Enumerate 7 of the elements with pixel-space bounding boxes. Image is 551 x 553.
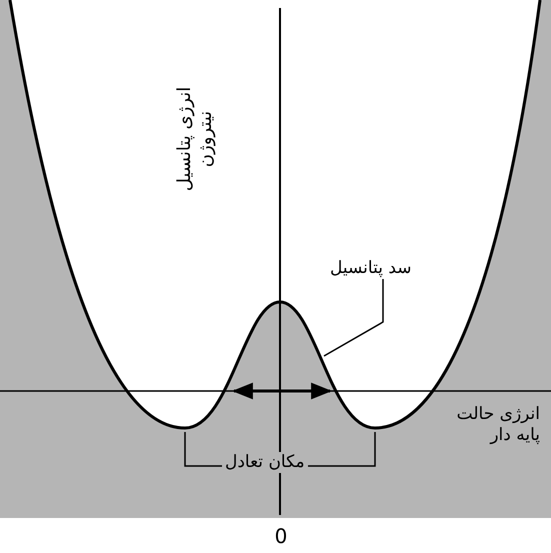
leader-line — [308, 432, 376, 467]
leader-line — [184, 432, 222, 467]
barrier-label: سد پتانسیل — [330, 258, 412, 279]
energy-level-label: انرژی حالت پایه دار — [456, 404, 540, 446]
axis-label: انرژی پتانسیل نیتروژن — [174, 86, 216, 194]
tick-label: 0 — [274, 526, 288, 547]
leader-line — [324, 279, 384, 357]
